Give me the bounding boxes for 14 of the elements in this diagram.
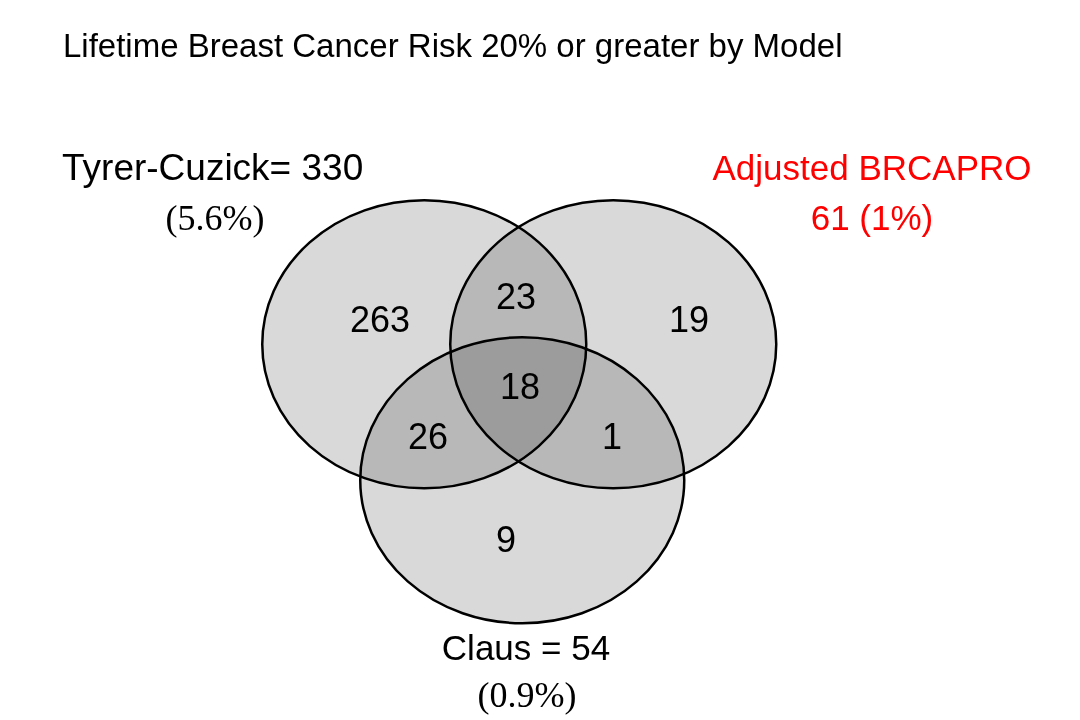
region-count: 9 [496,520,516,560]
region-count: 19 [669,300,709,340]
region-count: 23 [496,277,536,317]
region-count: 18 [500,367,540,407]
set-label: Adjusted BRCAPRO [712,148,1032,188]
chart-title: Lifetime Breast Cancer Risk 20% or greater by Model [63,27,843,65]
region-count: 1 [602,417,622,457]
set-label: Tyrer-Cuzick= 330 [62,147,364,189]
region-count: 26 [408,417,448,457]
region-count: 263 [349,300,411,340]
percentage-label: (5.6%) [165,199,265,239]
set-label: Claus = 54 [441,628,611,668]
set-count-label: 61 (1%) [810,198,934,238]
percentage-label: (0.9%) [477,676,577,716]
